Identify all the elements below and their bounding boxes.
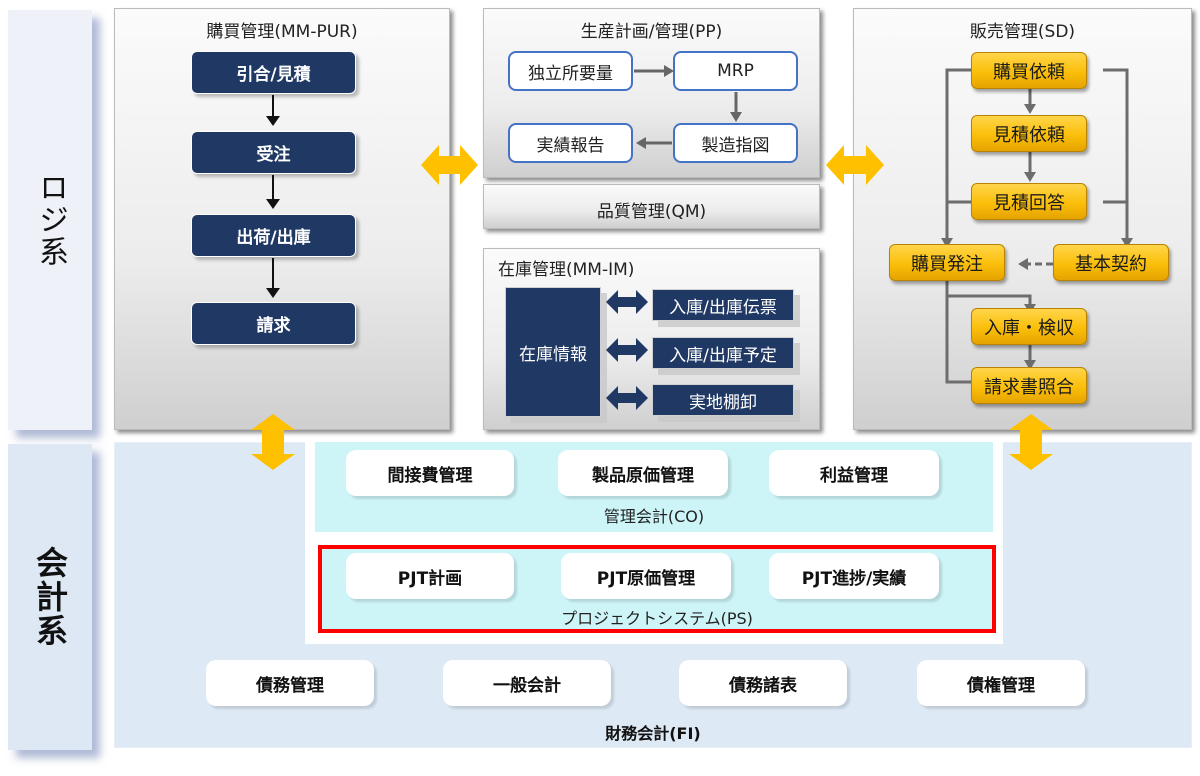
fi-item-payables[interactable]: 債務管理 — [206, 660, 374, 706]
sd-flow-arrows — [941, 68, 1133, 388]
fi-item-receivables[interactable]: 債権管理 — [917, 660, 1085, 706]
arrow-down-icon — [1024, 360, 1036, 370]
arrow-right-icon — [664, 65, 674, 77]
production-title: 生産計画/管理(PP) — [580, 22, 723, 42]
pp-box-label: 実績報告 — [536, 135, 605, 156]
arrow-down-icon — [1024, 104, 1036, 114]
fi-item-general-ledger[interactable]: 一般会計 — [443, 660, 611, 706]
sd-box-label: 請求書照合 — [984, 376, 1074, 398]
pur-step-inquiry[interactable]: 引合/見積 — [191, 51, 356, 94]
double-arrow-horizontal-icon — [826, 145, 884, 185]
sd-goods-receipt[interactable]: 入庫・検収 — [971, 308, 1087, 345]
arrow-down-icon — [266, 116, 280, 126]
sd-rfq[interactable]: 見積依頼 — [971, 115, 1087, 152]
pur-step-label: 引合/見積 — [236, 65, 311, 85]
sd-box-label: 購買発注 — [911, 253, 983, 275]
double-arrow-icon — [606, 386, 648, 410]
arrow-down-icon — [266, 199, 280, 209]
arrow-left-icon — [1018, 258, 1028, 270]
sd-quote-response[interactable]: 見積回答 — [971, 183, 1087, 220]
arrow-down-icon — [266, 288, 280, 298]
pp-flow-arrows — [634, 65, 742, 149]
logistics-label-text: ロジ系 — [33, 172, 68, 268]
co-item-product-cost[interactable]: 製品原価管理 — [558, 450, 728, 496]
ps-item-label: PJT原価管理 — [596, 568, 696, 589]
fi-item-statements[interactable]: 債務諸表 — [679, 660, 847, 706]
pp-box-label: 製造指図 — [701, 135, 770, 156]
ps-item-plan[interactable]: PJT計画 — [346, 553, 514, 599]
fi-item-label: 債務諸表 — [729, 675, 797, 696]
accounting-label-text: 会計系 — [31, 546, 69, 648]
pur-step-shipment[interactable]: 出荷/出庫 — [191, 214, 356, 257]
pp-mrp[interactable]: MRP — [673, 51, 798, 91]
inventory-info-box[interactable]: 在庫情報 — [505, 287, 601, 417]
co-item-profit[interactable]: 利益管理 — [769, 450, 939, 496]
inventory-center-label: 在庫情報 — [519, 344, 587, 365]
inventory-item-label: 入庫/出庫伝票 — [669, 297, 777, 318]
inventory-item-slip[interactable]: 入庫/出庫伝票 — [652, 289, 794, 321]
double-arrow-vertical-icon — [1009, 414, 1053, 470]
co-item-label: 製品原価管理 — [592, 465, 694, 486]
co-item-overhead[interactable]: 間接費管理 — [346, 450, 514, 496]
double-arrow-icon — [606, 290, 648, 314]
pur-step-label: 受注 — [256, 145, 291, 165]
inventory-item-schedule[interactable]: 入庫/出庫予定 — [652, 337, 794, 369]
co-item-label: 利益管理 — [820, 465, 888, 486]
double-arrow-vertical-icon — [251, 414, 295, 470]
arrow-down-icon — [1024, 172, 1036, 182]
quality-panel: 品質管理(QM) — [483, 184, 820, 229]
pp-actual-report[interactable]: 実績報告 — [508, 123, 633, 163]
sd-invoice-match[interactable]: 請求書照合 — [971, 367, 1087, 404]
pur-arrow-line — [272, 175, 274, 199]
pp-production-order[interactable]: 製造指図 — [673, 123, 798, 163]
pur-arrow-line — [272, 95, 274, 116]
fi-item-label: 一般会計 — [493, 675, 561, 696]
accounting-side-label: 会計系 — [8, 444, 92, 750]
pp-box-label: MRP — [717, 61, 754, 81]
sd-box-label: 入庫・検収 — [984, 317, 1074, 339]
sd-box-label: 購買依頼 — [993, 61, 1065, 83]
inventory-double-arrows — [606, 290, 648, 410]
ps-item-cost[interactable]: PJT原価管理 — [561, 553, 731, 599]
ps-item-progress[interactable]: PJT進捗/実績 — [769, 553, 939, 599]
ps-item-label: PJT計画 — [397, 568, 463, 589]
pp-box-label: 独立所要量 — [528, 63, 613, 84]
quality-title: 品質管理(QM) — [596, 202, 707, 222]
purchasing-title: 購買管理(MM-PUR) — [206, 22, 358, 42]
co-item-label: 間接費管理 — [387, 465, 473, 486]
inventory-item-label: 入庫/出庫予定 — [669, 345, 777, 366]
pur-step-label: 出荷/出庫 — [236, 228, 311, 248]
double-arrow-horizontal-icon — [421, 145, 478, 185]
pur-arrow-line — [272, 258, 274, 288]
ps-item-label: PJT進捗/実績 — [801, 568, 907, 589]
arrow-down-icon — [941, 238, 953, 248]
arrow-left-icon — [636, 137, 646, 149]
project-system-label: プロジェクトシステム(PS) — [561, 609, 753, 628]
pur-step-label: 請求 — [256, 316, 291, 336]
logistics-side-label: ロジ系 — [8, 10, 92, 430]
arrow-down-icon — [1121, 238, 1133, 248]
sd-contract[interactable]: 基本契約 — [1053, 244, 1169, 281]
fi-item-label: 債務管理 — [256, 675, 324, 696]
sales-title: 販売管理(SD) — [969, 22, 1076, 42]
controlling-label: 管理会計(CO) — [603, 507, 705, 526]
financial-label: 財務会計(FI) — [605, 724, 701, 743]
sd-purchase-request[interactable]: 購買依頼 — [971, 52, 1087, 89]
sd-purchase-order[interactable]: 購買発注 — [889, 244, 1005, 281]
arrow-down-icon — [730, 112, 742, 122]
fi-item-label: 債権管理 — [967, 675, 1035, 696]
sd-box-label: 基本契約 — [1075, 253, 1147, 275]
pp-independent-demand[interactable]: 独立所要量 — [508, 51, 633, 91]
inventory-item-stocktake[interactable]: 実地棚卸 — [652, 384, 794, 416]
double-arrow-icon — [606, 338, 648, 362]
inventory-item-label: 実地棚卸 — [689, 392, 757, 413]
sd-box-label: 見積回答 — [993, 192, 1065, 214]
pur-step-order[interactable]: 受注 — [191, 131, 356, 174]
sd-box-label: 見積依頼 — [993, 124, 1065, 146]
pur-step-billing[interactable]: 請求 — [191, 302, 356, 345]
inventory-title: 在庫管理(MM-IM) — [498, 260, 635, 280]
